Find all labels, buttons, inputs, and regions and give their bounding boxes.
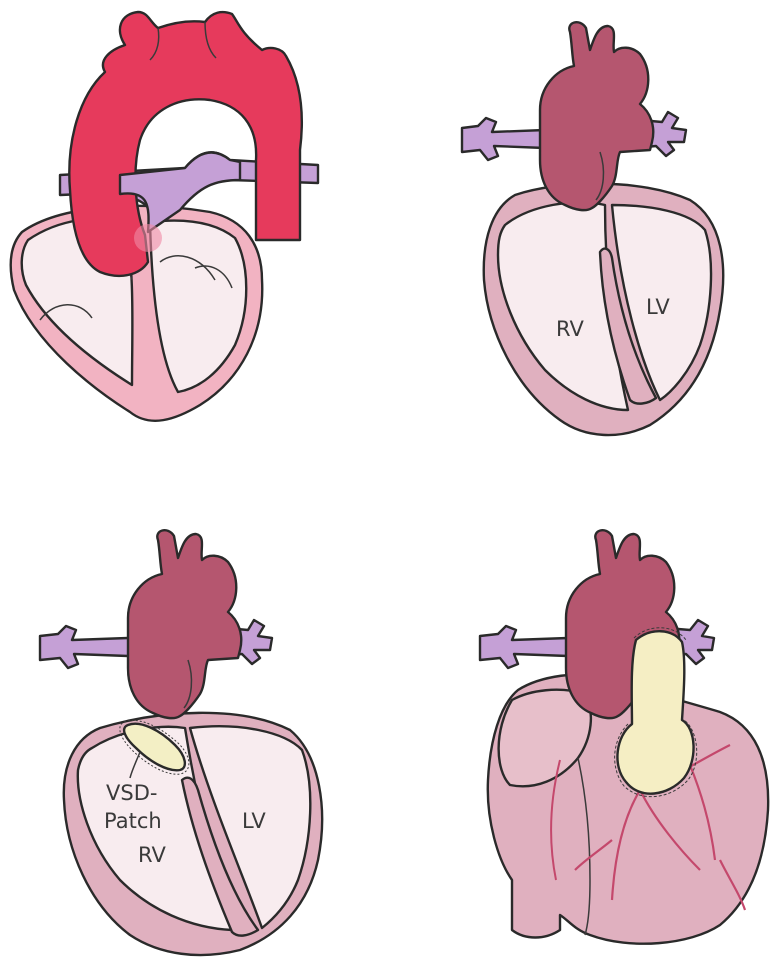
panel-2-rv-label: RV: [556, 317, 584, 341]
aorta-3: [128, 530, 241, 718]
panel-1: [11, 12, 318, 421]
panel-3-vsd-label-line1: VSD-: [106, 781, 157, 805]
shunt-blush-1: [134, 224, 162, 252]
panel-3: [40, 530, 322, 955]
panel-2-lv-label: LV: [646, 295, 670, 319]
panel-3-vsd-label-line2: Patch: [104, 809, 162, 833]
panel-3-lv-label: LV: [242, 809, 266, 833]
panel-2: [462, 22, 723, 435]
panel-3-rv-label: RV: [138, 843, 166, 867]
panel-4: [480, 530, 768, 944]
aorta-2: [540, 22, 653, 210]
